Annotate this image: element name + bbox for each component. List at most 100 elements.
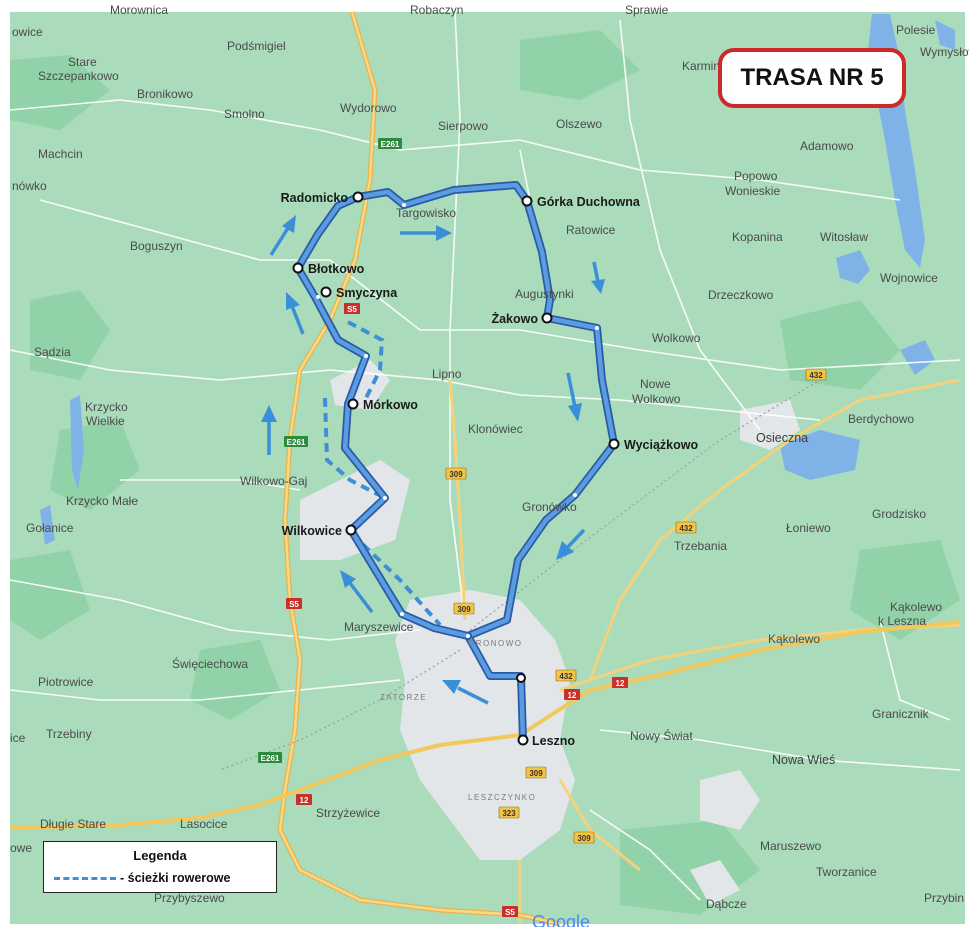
shield-432: 432	[805, 368, 827, 381]
route-line	[294, 181, 618, 744]
place-label: Gronówko	[522, 500, 577, 514]
place-label: Polesie	[896, 23, 936, 37]
national-road-12	[9, 620, 961, 830]
route-waypoints	[316, 203, 599, 638]
place-label: Targowisko	[396, 206, 456, 220]
shield-309: 309	[573, 831, 595, 844]
place-label: Stare	[68, 55, 97, 69]
place-label: Wymysłowo	[920, 45, 969, 59]
place-label: Osieczna	[756, 431, 808, 445]
place-label: Krzycko	[85, 400, 128, 414]
shield-309: 309	[445, 467, 467, 480]
place-label: Przybin	[924, 891, 964, 905]
shield-432: 432	[555, 669, 577, 682]
arrow-down-icon	[591, 261, 605, 294]
place-label: Lasocice	[180, 817, 228, 831]
route-title: TRASA NR 5	[740, 64, 884, 91]
stop-leszno: Leszno	[517, 734, 575, 748]
arrow-right-icon	[400, 225, 452, 241]
svg-text:309: 309	[449, 470, 463, 479]
place-label: Przybyszewo	[154, 891, 225, 905]
place-labels: Morownica Robaczyn Sprawie Polesie Wymys…	[10, 3, 969, 911]
minor-roads	[9, 11, 961, 901]
legend-row-bike-paths: - ścieżki rowerowe	[54, 871, 230, 885]
shield-s5: S5	[502, 906, 518, 917]
svg-text:S5: S5	[505, 908, 515, 917]
legend-label-bike-paths: - ścieżki rowerowe	[120, 871, 231, 885]
place-label: Krzycko Małe	[66, 494, 138, 508]
direction-arrows	[261, 215, 605, 705]
place-label: Dąbcze	[706, 897, 747, 911]
place-label: Trzebiny	[46, 727, 92, 741]
place-label: Święciechowa	[172, 656, 248, 671]
place-label: nówko	[12, 179, 47, 193]
place-label: Granicznik	[872, 707, 930, 721]
place-label: Smolno	[224, 107, 265, 121]
legend: Legenda - ścieżki rowerowe	[43, 841, 277, 893]
place-label: Szczepankowo	[38, 69, 119, 83]
stop-wyciazkowo: Wyciążkowo	[608, 438, 698, 452]
svg-text:Smyczyna: Smyczyna	[336, 286, 398, 300]
expressway-inner	[278, 11, 561, 926]
svg-text:Radomicko: Radomicko	[281, 191, 349, 205]
place-label: Machcin	[38, 147, 83, 161]
place-label: Sądzia	[34, 345, 71, 359]
route-turn-point	[516, 673, 526, 683]
place-label: Olszewo	[556, 117, 602, 131]
stop-gorka-duchowna: Górka Duchowna	[521, 195, 641, 209]
place-label: Boguszyn	[130, 239, 183, 253]
place-label: Kopanina	[732, 230, 783, 244]
shield-e261: E261	[284, 436, 308, 447]
arrow-left-icon	[442, 680, 489, 705]
svg-text:ZATORZE: ZATORZE	[380, 693, 427, 702]
svg-text:LESZCZYNKO: LESZCZYNKO	[468, 793, 536, 802]
place-label: Witosław	[820, 230, 868, 244]
place-label: Strzyżewice	[316, 806, 380, 820]
place-label: Podśmigiel	[227, 39, 286, 53]
place-label: Augustynki	[515, 287, 574, 301]
shield-s5: S5	[344, 303, 360, 314]
svg-text:12: 12	[300, 796, 309, 805]
place-label: Grodzisko	[872, 507, 926, 521]
place-label: Nowy Świat	[630, 728, 693, 743]
arrow-up-right-icon	[269, 215, 296, 256]
svg-text:S5: S5	[347, 305, 357, 314]
svg-text:Leszno: Leszno	[532, 734, 575, 748]
district-labels: GRONOWO ZATORZE LESZCZYNKO	[380, 639, 536, 802]
place-label: Kąkolewo	[768, 632, 820, 646]
place-label: Wojnowice	[880, 271, 938, 285]
place-label: Piotrowice	[38, 675, 94, 689]
route-stops: Radomicko Górka Duchowna Żakowo Wyciążko…	[281, 191, 699, 748]
shield-323: 323	[498, 806, 520, 819]
svg-text:323: 323	[502, 809, 516, 818]
svg-text:Górka Duchowna: Górka Duchowna	[537, 195, 641, 209]
place-label: owe	[10, 841, 32, 855]
place-label: Lipno	[432, 367, 462, 381]
place-label: Wydorowo	[340, 101, 397, 115]
shield-432: 432	[675, 521, 697, 534]
shield-e261: E261	[258, 752, 282, 763]
place-label: Kąkolewo	[890, 600, 942, 614]
place-label: Karmin	[682, 59, 720, 73]
legend-title: Legenda	[133, 848, 187, 863]
shield-12: 12	[296, 794, 312, 805]
arrow-up-left-icon	[340, 570, 374, 614]
shield-309: 309	[453, 602, 475, 615]
place-label: Wilkowo-Gaj	[240, 474, 307, 488]
place-label: Nowe	[640, 377, 671, 391]
shield-12: 12	[612, 677, 628, 688]
place-label: Nowa Wieś	[772, 753, 835, 767]
bike-paths	[323, 320, 442, 627]
svg-text:Wyciążkowo: Wyciążkowo	[624, 438, 698, 452]
place-label: Tworzanice	[816, 865, 877, 879]
place-label: Wielkie	[86, 414, 125, 428]
place-label: Bronikowo	[137, 87, 193, 101]
place-label: k Leszna	[878, 614, 926, 628]
place-label: Klonówiec	[468, 422, 523, 436]
place-label: Adamowo	[800, 139, 854, 153]
place-label: Sprawie	[625, 3, 669, 17]
place-label: Maruszewo	[760, 839, 822, 853]
svg-text:12: 12	[616, 679, 625, 688]
place-label: Maryszewice	[344, 620, 414, 634]
